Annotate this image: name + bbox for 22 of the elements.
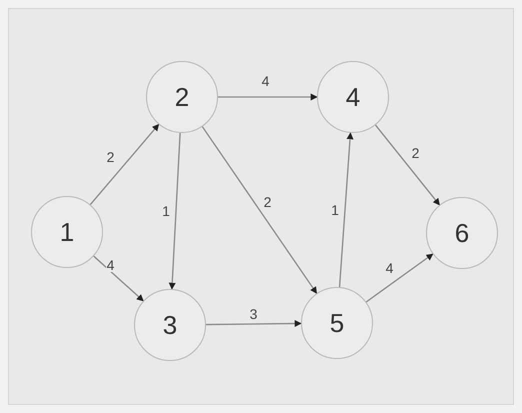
- arrow: [206, 320, 302, 327]
- node-number: 4: [346, 84, 360, 110]
- arrow: [93, 256, 144, 302]
- arrow: [366, 254, 434, 302]
- edge-label: 4: [260, 74, 270, 88]
- arrow: [90, 124, 160, 206]
- edge-label: 1: [161, 204, 171, 218]
- edge-label: 2: [262, 195, 272, 209]
- edge-label: 1: [330, 203, 340, 217]
- node-number: 1: [60, 219, 74, 245]
- node-number: 5: [330, 310, 344, 336]
- node-number: 3: [162, 312, 178, 338]
- arrow: [168, 132, 181, 290]
- node-number: 6: [454, 220, 470, 246]
- node-number: 2: [174, 84, 190, 110]
- arrow: [375, 124, 440, 206]
- arrow: [218, 94, 318, 100]
- arrow: [202, 126, 318, 294]
- edge-label: 2: [410, 146, 420, 160]
- arrow: [338, 132, 354, 288]
- edge-label: 4: [384, 261, 394, 275]
- edge-label: 3: [248, 307, 258, 321]
